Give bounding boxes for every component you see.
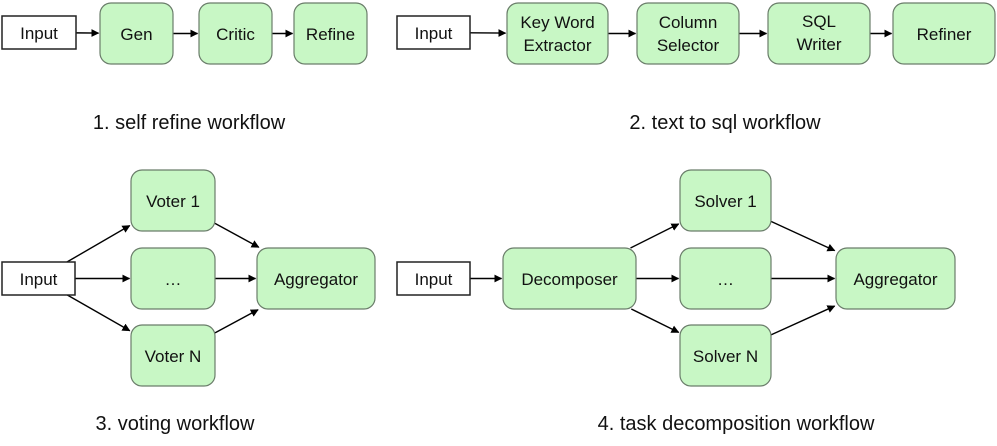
workflow-self-refine: Input Gen Critic Refine 1. self refine w… <box>1 2 368 134</box>
column-selector-label-line1: Column <box>659 13 718 32</box>
input-node-label: Input <box>415 270 453 289</box>
voter-1-node: Voter 1 <box>130 169 216 232</box>
refine-node: Refine <box>293 2 368 65</box>
column-selector-node: Column Selector <box>636 2 740 65</box>
sql-writer-label-line1: SQL <box>802 12 836 31</box>
input-node: Input <box>396 15 471 50</box>
arrow-voter1-to-aggregator <box>214 222 260 248</box>
gen-node: Gen <box>99 2 174 65</box>
arrow-decomposer-to-solvern <box>630 308 680 334</box>
solver-ellipsis-node: … <box>679 247 772 310</box>
caption-self-refine: 1. self refine workflow <box>93 112 286 134</box>
arrow-solvern-to-aggregator <box>770 305 836 336</box>
aggregator-node: Aggregator <box>835 247 956 310</box>
gen-node-label: Gen <box>120 25 152 44</box>
keyword-extractor-label-line1: Key Word <box>520 13 594 32</box>
solver-n-label: Solver N <box>693 347 758 366</box>
voter-1-label: Voter 1 <box>146 192 200 211</box>
sql-writer-label-line2: Writer <box>796 35 841 54</box>
arrow-solver1-to-aggregator <box>770 220 836 252</box>
keyword-extractor-label-line2: Extractor <box>523 36 591 55</box>
input-node-label: Input <box>415 24 453 43</box>
aggregator-label: Aggregator <box>853 270 937 289</box>
decomposer-label: Decomposer <box>521 270 618 289</box>
voter-ellipsis-node: … <box>130 247 216 310</box>
workflow-text-to-sql: Input Key Word Extractor Column Selector… <box>396 2 996 134</box>
column-selector-label-line2: Selector <box>657 36 720 55</box>
workflow-voting: Input Voter 1 … Voter N Aggregator 3. vo… <box>1 169 376 435</box>
refine-node-label: Refine <box>306 25 355 44</box>
caption-task-decomposition: 4. task decomposition workflow <box>598 413 875 435</box>
input-node: Input <box>1 261 76 296</box>
caption-voting: 3. voting workflow <box>96 413 256 435</box>
critic-node-label: Critic <box>216 25 255 44</box>
input-node: Input <box>396 261 471 296</box>
arrow-input-to-voter1 <box>66 225 131 263</box>
solver-1-label: Solver 1 <box>694 192 756 211</box>
keyword-extractor-node: Key Word Extractor <box>506 2 609 65</box>
arrow-decomposer-to-solver1 <box>630 223 680 249</box>
voter-ellipsis-label: … <box>165 270 182 289</box>
input-node-label: Input <box>20 24 58 43</box>
decomposer-node: Decomposer <box>502 247 637 310</box>
input-node-label: Input <box>20 270 58 289</box>
arrow-votern-to-aggregator <box>214 309 259 334</box>
workflow-task-decomposition: Input Decomposer Solver 1 … Solver N Agg… <box>396 169 956 435</box>
solver-ellipsis-label: … <box>717 270 734 289</box>
arrow-input-to-votern <box>66 294 131 332</box>
critic-node: Critic <box>198 2 273 65</box>
voter-n-node: Voter N <box>130 324 216 387</box>
refiner-node-label: Refiner <box>917 25 972 44</box>
caption-text-to-sql: 2. text to sql workflow <box>629 112 821 134</box>
input-node: Input <box>1 15 77 50</box>
solver-n-node: Solver N <box>679 324 772 387</box>
voter-n-label: Voter N <box>145 347 202 366</box>
sql-writer-node: SQL Writer <box>767 2 871 65</box>
refiner-node: Refiner <box>892 2 996 65</box>
solver-1-node: Solver 1 <box>679 169 772 232</box>
aggregator-label: Aggregator <box>274 270 358 289</box>
aggregator-node: Aggregator <box>256 247 376 310</box>
